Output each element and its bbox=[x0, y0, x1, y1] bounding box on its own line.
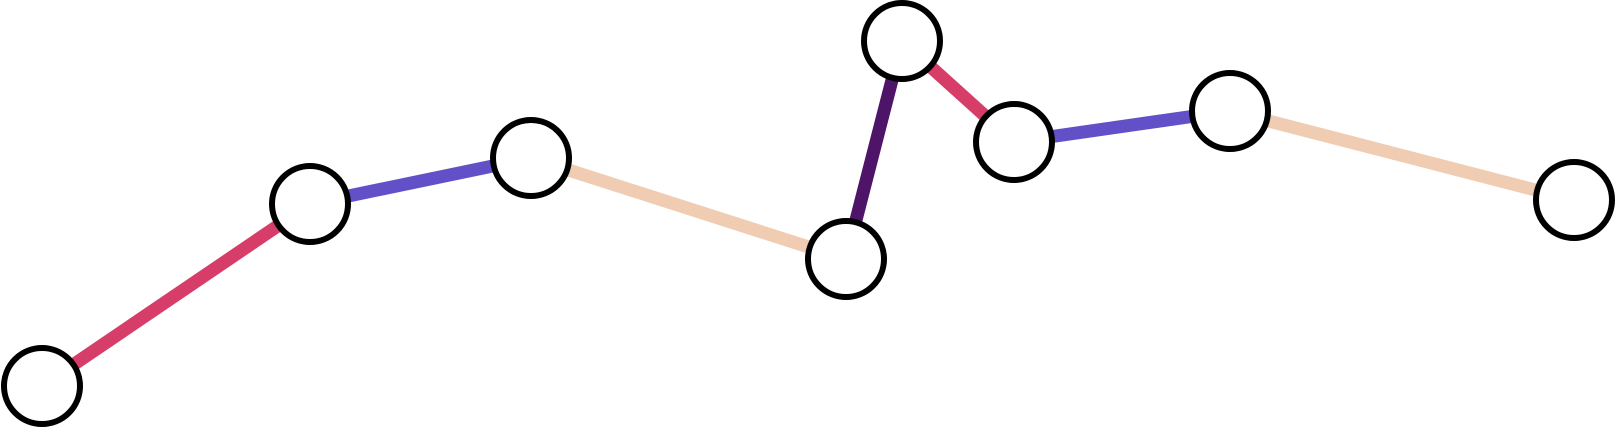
node-1 bbox=[269, 163, 351, 245]
node-5 bbox=[973, 101, 1055, 183]
node-2 bbox=[490, 117, 572, 199]
node-layer bbox=[1, 0, 1615, 427]
edge-2-3 bbox=[529, 151, 848, 266]
node-7 bbox=[1533, 159, 1615, 241]
node-3 bbox=[805, 218, 887, 300]
edge-6-7 bbox=[1228, 104, 1576, 207]
node-0 bbox=[1, 345, 83, 427]
node-6 bbox=[1189, 70, 1271, 152]
edge-0-1 bbox=[38, 198, 314, 392]
node-4 bbox=[861, 0, 943, 82]
